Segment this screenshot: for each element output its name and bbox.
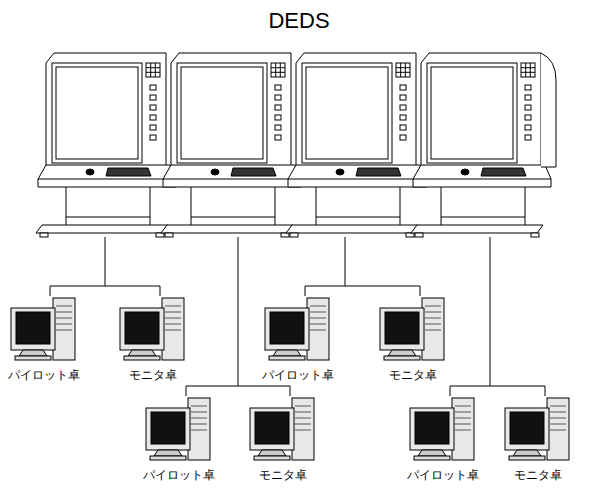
terminal-node: パイロット卓 bbox=[137, 396, 221, 484]
connection-lines bbox=[50, 237, 545, 396]
terminal-label: パイロット卓 bbox=[401, 467, 485, 484]
terminal-label: パイロット卓 bbox=[137, 467, 221, 484]
computer-icon bbox=[118, 296, 188, 366]
terminal-label: モニタ卓 bbox=[371, 367, 455, 384]
computer-icon bbox=[378, 296, 448, 366]
computer-icon bbox=[503, 396, 573, 466]
computer-icon bbox=[9, 296, 79, 366]
terminal-label: モニタ卓 bbox=[111, 367, 195, 384]
terminal-node: モニタ卓 bbox=[111, 296, 195, 384]
diagram-title: DEDS bbox=[0, 8, 598, 34]
terminal-node: モニタ卓 bbox=[496, 396, 580, 484]
terminal-node: モニタ卓 bbox=[371, 296, 455, 384]
terminal-label: パイロット卓 bbox=[256, 367, 340, 384]
computer-icon bbox=[144, 396, 214, 466]
terminal-node: パイロット卓 bbox=[2, 296, 86, 384]
computer-icon bbox=[408, 396, 478, 466]
terminal-node: モニタ卓 bbox=[241, 396, 325, 484]
terminal-node: パイロット卓 bbox=[256, 296, 340, 384]
terminal-label: パイロット卓 bbox=[2, 367, 86, 384]
terminal-label: モニタ卓 bbox=[496, 467, 580, 484]
terminal-node: パイロット卓 bbox=[401, 396, 485, 484]
computer-icon bbox=[263, 296, 333, 366]
terminal-label: モニタ卓 bbox=[241, 467, 325, 484]
computer-icon bbox=[248, 396, 318, 466]
